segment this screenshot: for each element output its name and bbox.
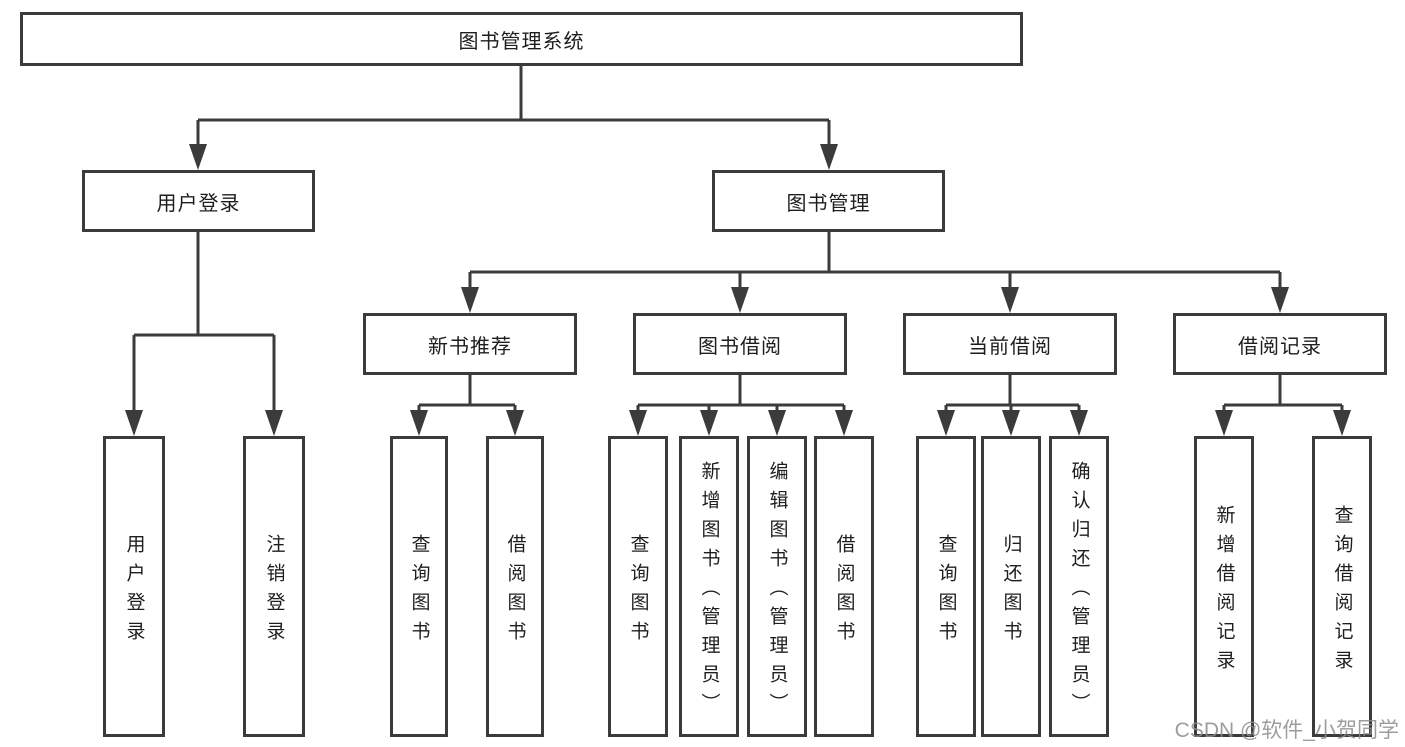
node-label: 查询图书	[935, 533, 957, 650]
node-book-borrowing: 图书借阅	[633, 313, 847, 375]
node-leaf-edit-books-admin: 编辑图书（管理员）	[747, 436, 807, 737]
arrowheads	[125, 144, 1351, 436]
node-user-login-group: 用户登录	[82, 170, 315, 232]
node-leaf-query-books-recommend: 查询图书	[390, 436, 448, 737]
node-label: 用户登录	[123, 533, 145, 650]
node-leaf-query-borrow-record: 查询借阅记录	[1312, 436, 1372, 737]
node-book-management-group: 图书管理	[712, 170, 945, 232]
node-leaf-borrow-books: 借阅图书	[814, 436, 874, 737]
csdn-watermark: CSDN @软件_小贺同学	[1174, 719, 1399, 742]
node-new-book-recommend: 新书推荐	[363, 313, 577, 375]
node-label: 注销登录	[263, 533, 285, 650]
node-label: 归还图书	[1000, 533, 1022, 650]
node-label: 新增图书（管理员）	[698, 461, 720, 722]
node-leaf-user-login: 用户登录	[103, 436, 165, 737]
node-leaf-query-books-borrowing: 查询图书	[608, 436, 668, 737]
node-leaf-logout: 注销登录	[243, 436, 305, 737]
node-leaf-borrow-books-recommend: 借阅图书	[486, 436, 544, 737]
node-label: 用户登录	[156, 192, 241, 215]
node-label: 借阅图书	[833, 533, 855, 650]
node-root-library-system: 图书管理系统	[20, 12, 1023, 66]
node-label: 借阅记录	[1238, 335, 1322, 358]
node-current-borrowing: 当前借阅	[903, 313, 1117, 375]
node-label: 确认归还（管理员）	[1068, 461, 1090, 722]
node-leaf-confirm-return-admin: 确认归还（管理员）	[1049, 436, 1109, 737]
node-borrow-records: 借阅记录	[1173, 313, 1387, 375]
node-label: 图书管理	[786, 192, 871, 215]
node-label: 查询图书	[408, 533, 430, 650]
node-leaf-add-books-admin: 新增图书（管理员）	[679, 436, 739, 737]
node-label: 查询借阅记录	[1331, 504, 1353, 679]
node-label: 查询图书	[627, 533, 649, 650]
node-label: 图书借阅	[698, 335, 782, 358]
node-label: 借阅图书	[504, 533, 526, 650]
node-label: 当前借阅	[968, 335, 1052, 358]
node-label: 新增借阅记录	[1213, 504, 1235, 679]
node-label: 编辑图书（管理员）	[766, 461, 788, 722]
node-label: 新书推荐	[428, 335, 512, 358]
node-leaf-add-borrow-record: 新增借阅记录	[1194, 436, 1254, 737]
node-leaf-return-books: 归还图书	[981, 436, 1041, 737]
node-leaf-query-books-current: 查询图书	[916, 436, 976, 737]
node-label: 图书管理系统	[458, 30, 585, 53]
